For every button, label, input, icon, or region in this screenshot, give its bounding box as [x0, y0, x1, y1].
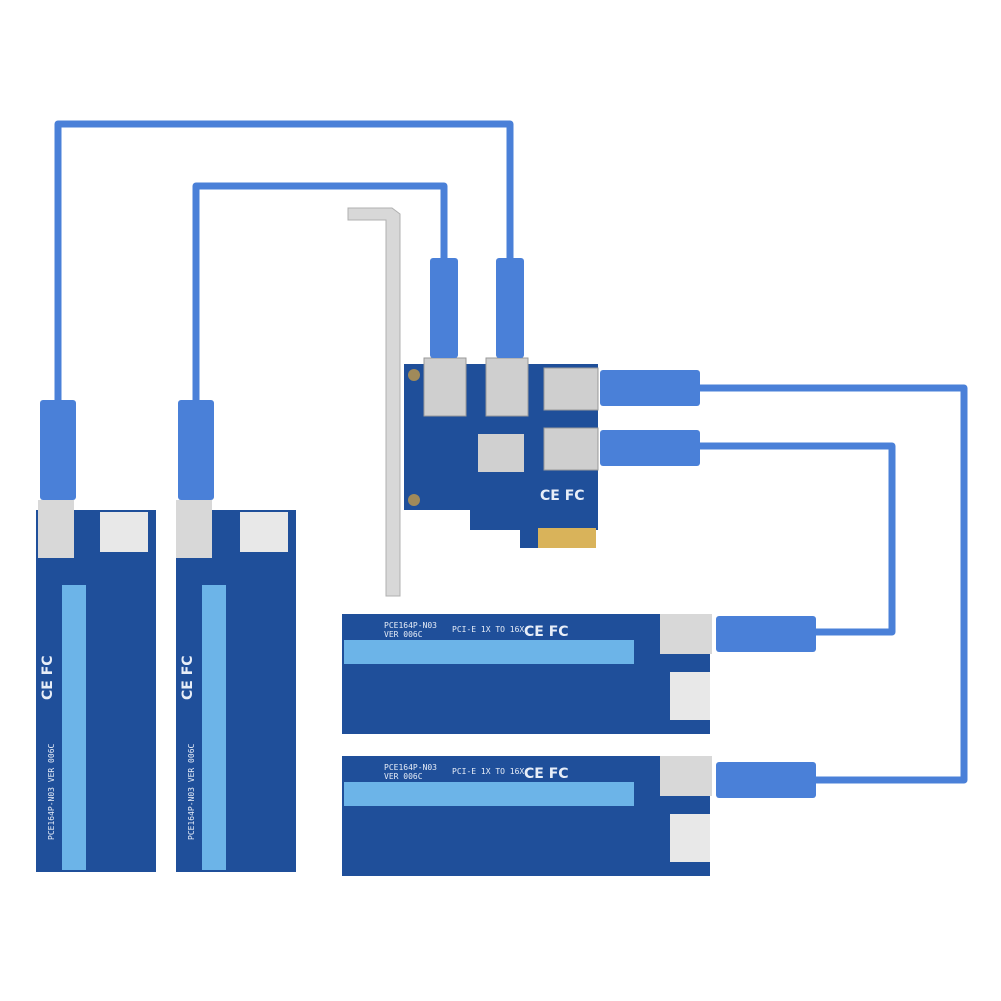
svg-text:PCE164P-N03 VER 006C: PCE164P-N03 VER 006C: [187, 743, 196, 840]
adapter-card: CE FC: [404, 357, 599, 548]
svg-text:PCI-E 1X TO 16X: PCI-E 1X TO 16X: [452, 625, 524, 634]
riser-vertical-2: PCE164P-N03 VER 006C CE FC: [176, 500, 296, 872]
svg-text:PCE164P-N03 VER 006C: PCE164P-N03 VER 006C: [47, 743, 56, 840]
svg-text:CE FC: CE FC: [540, 488, 585, 504]
svg-text:CE FC: CE FC: [180, 655, 196, 700]
heatsink: [478, 434, 524, 472]
riser-horizontal-2: PCE164P-N03 VER 006C PCI-E 1X TO 16X CE …: [342, 756, 712, 876]
svg-text:VER 006C: VER 006C: [384, 630, 423, 639]
svg-text:PCI-E 1X TO 16X: PCI-E 1X TO 16X: [452, 767, 524, 776]
svg-text:CE FC: CE FC: [524, 766, 569, 782]
svg-text:VER 006C: VER 006C: [384, 772, 423, 781]
svg-text:CE FC: CE FC: [524, 624, 569, 640]
usb-plugs: [40, 258, 816, 798]
usb-cables: [54, 120, 968, 784]
svg-text:PCE164P-N03: PCE164P-N03: [384, 763, 437, 772]
riser-horizontal-1: PCE164P-N03 VER 006C PCI-E 1X TO 16X CE …: [342, 614, 712, 734]
riser-vertical-1: PCE164P-N03 VER 006C CE FC: [36, 500, 156, 872]
svg-text:CE FC: CE FC: [40, 655, 56, 700]
pci-bracket: [347, 207, 401, 597]
svg-text:PCE164P-N03: PCE164P-N03: [384, 621, 437, 630]
